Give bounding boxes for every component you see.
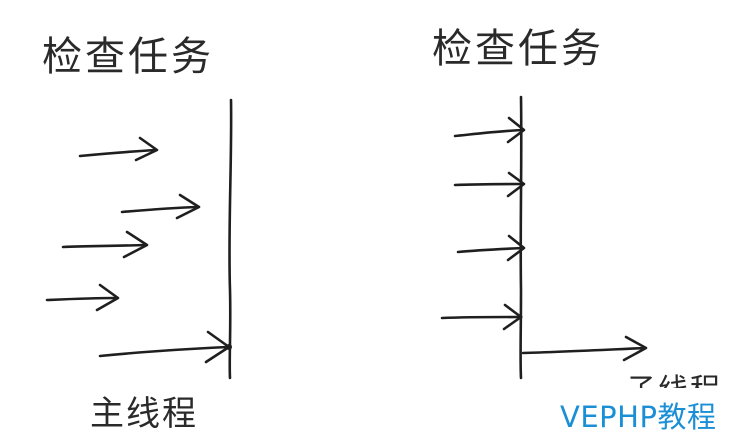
left-arrow-3 (61, 230, 149, 259)
right-panel: 检查任务 (432, 26, 722, 408)
right-title: 检查任务 (432, 26, 604, 72)
left-arrow-1 (78, 136, 159, 162)
watermark-logo: VEPHP教程 (560, 400, 717, 434)
left-arrow-4 (45, 283, 120, 312)
left-thread-line (228, 98, 233, 380)
left-thread-label: 主线程 (90, 394, 198, 434)
right-arrow-4 (440, 303, 523, 331)
right-thread-label-clip: 子线程 (626, 373, 722, 408)
right-thread-line (519, 95, 523, 380)
left-title: 检查任务 (42, 34, 214, 80)
right-arrow-3 (456, 234, 526, 262)
left-arrow-5 (98, 330, 232, 364)
right-thread-label: 子线程 (626, 373, 722, 408)
right-arrow-2 (453, 171, 526, 198)
right-arrow-1 (453, 116, 526, 144)
right-branch-arrow (521, 335, 648, 362)
left-panel: 检查任务 主线程 (42, 34, 233, 434)
left-arrow-2 (120, 193, 201, 220)
